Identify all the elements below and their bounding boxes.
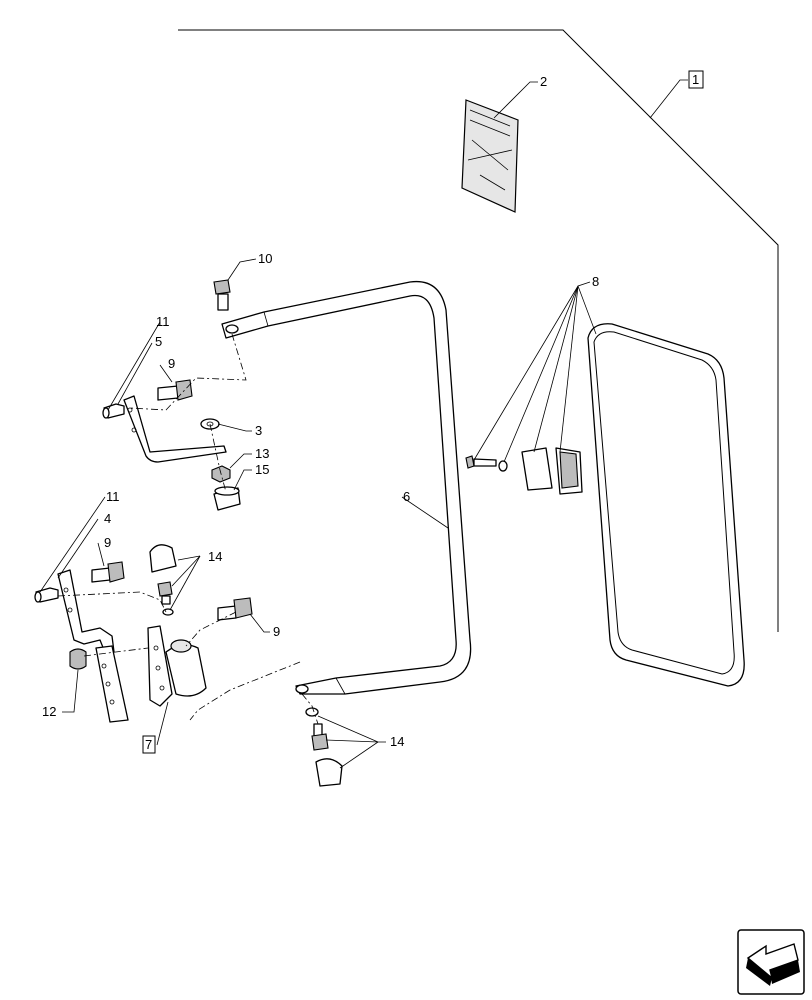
kit-boundary-line <box>178 29 779 632</box>
callout-1[interactable]: 1 <box>692 72 699 87</box>
callout-5[interactable]: 5 <box>155 334 162 349</box>
callout-10[interactable]: 10 <box>258 251 272 266</box>
callout-7-box <box>142 735 156 754</box>
callout-14-upper[interactable]: 14 <box>208 549 222 564</box>
callout-15[interactable]: 15 <box>255 462 269 477</box>
part-11-upper-pin[interactable] <box>102 403 125 419</box>
part-14-lower-cap-set[interactable] <box>305 707 343 787</box>
part-10-screw[interactable] <box>213 279 231 311</box>
callout-9-lower-left[interactable]: 9 <box>104 535 111 550</box>
callout-12[interactable]: 12 <box>42 704 56 719</box>
callout-9-upper[interactable]: 9 <box>168 356 175 371</box>
part-6-mirror-arm[interactable] <box>221 280 472 695</box>
part-9-lower-left-screw[interactable] <box>91 561 125 583</box>
callout-4[interactable]: 4 <box>104 511 111 526</box>
callout-13[interactable]: 13 <box>255 446 269 461</box>
callout-11-lower[interactable]: 11 <box>106 489 120 504</box>
part-9-lower-right-screw[interactable] <box>217 597 253 621</box>
callout-11-upper[interactable]: 11 <box>156 314 170 329</box>
part-14-upper-cap-set[interactable] <box>149 544 177 616</box>
callout-9-lower-right[interactable]: 9 <box>273 624 280 639</box>
callout-8[interactable]: 8 <box>592 274 599 289</box>
callout-2[interactable]: 2 <box>540 74 547 89</box>
leader-lines <box>39 79 688 769</box>
back-arrow-icon[interactable] <box>737 929 805 995</box>
callout-3[interactable]: 3 <box>255 423 262 438</box>
part-5-upper-bracket[interactable] <box>123 395 227 463</box>
part-4-lower-bracket[interactable] <box>57 569 129 723</box>
callout-6[interactable]: 6 <box>403 489 410 504</box>
part-9-upper-screw[interactable] <box>157 379 193 401</box>
part-7-pivot-assembly[interactable] <box>147 625 207 707</box>
part-2-instruction-leaflet[interactable] <box>461 99 519 213</box>
callout-14-lower[interactable]: 14 <box>390 734 404 749</box>
callout-7[interactable]: 7 <box>145 737 152 752</box>
callout-1-box <box>688 70 704 89</box>
part-12-nut[interactable] <box>69 648 87 670</box>
part-11-lower-pin[interactable] <box>34 587 59 603</box>
assembly-guide-lines <box>57 333 319 725</box>
part-15-bushing[interactable] <box>213 486 241 511</box>
part-8-mirror-head[interactable] <box>465 323 745 687</box>
